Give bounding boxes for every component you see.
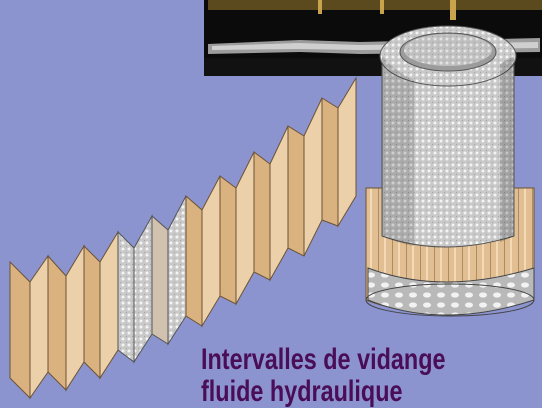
headline-line-1: Intervalles de vidange <box>201 343 446 376</box>
headline-line-2: fluide hydraulique <box>201 375 403 408</box>
pleated-media <box>9 76 357 400</box>
filter-cartridge <box>365 25 535 317</box>
page-title: Intervalles de vidange fluide hydrauliqu… <box>201 344 446 408</box>
